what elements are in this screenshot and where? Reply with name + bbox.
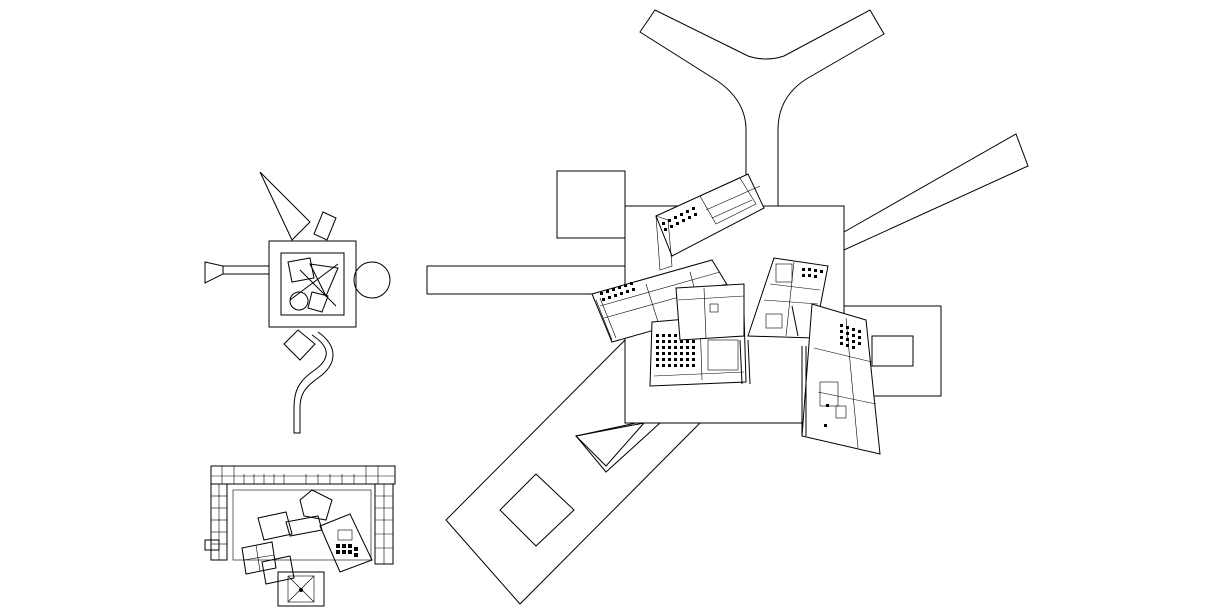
plan-top-wing [210,465,396,485]
site-band-square-2 [499,473,575,547]
concept-inner-circle [289,291,309,311]
site-south-west-band [445,338,702,605]
concept-inner-square [280,252,345,316]
site-building-north [655,173,765,271]
site-band-square-1 [575,422,662,473]
concept-inner-triangle [309,263,339,298]
concept-inner-diagonal [289,263,339,301]
site-east-inner-square [871,335,914,367]
plan-top-wing-rooms [221,466,379,484]
site-west-bar [426,265,626,295]
plan-entrance-block [277,571,325,607]
concept-circle [353,261,391,299]
concept-inner-small-square [307,291,329,313]
plan-courtyard [232,489,372,561]
concept-triangle-wing [259,171,311,241]
auditorium-seating-grid [656,334,695,367]
concept-left-bar [222,265,270,275]
site-building-center [675,283,745,341]
site-building-west [591,259,741,343]
plan-auditorium [319,513,373,573]
plan-lower-block-2 [261,555,295,585]
concept-left-funnel [204,261,224,284]
concept-inner-rotated-square [287,257,315,283]
site-square-north-west [556,170,626,239]
plan-auditorium-seating [336,544,358,557]
concept-inner-diagonal-2 [299,269,337,307]
site-building-east [747,257,829,339]
concept-bottom-square [283,329,316,361]
concept-curving-path [293,331,334,434]
plan-pavilion-b [257,511,293,541]
plan-lower-block [241,541,277,575]
site-east-diagonal-bar [843,133,1029,251]
concept-rotated-block [313,211,337,241]
site-plan [426,9,1029,605]
site-building-far-east [801,303,881,455]
plan-pavilion-a [299,489,333,521]
concept-outer-square [268,240,357,328]
concept-diagram [204,171,391,434]
ground-floor-plan [204,465,396,607]
site-y-road [639,9,885,207]
